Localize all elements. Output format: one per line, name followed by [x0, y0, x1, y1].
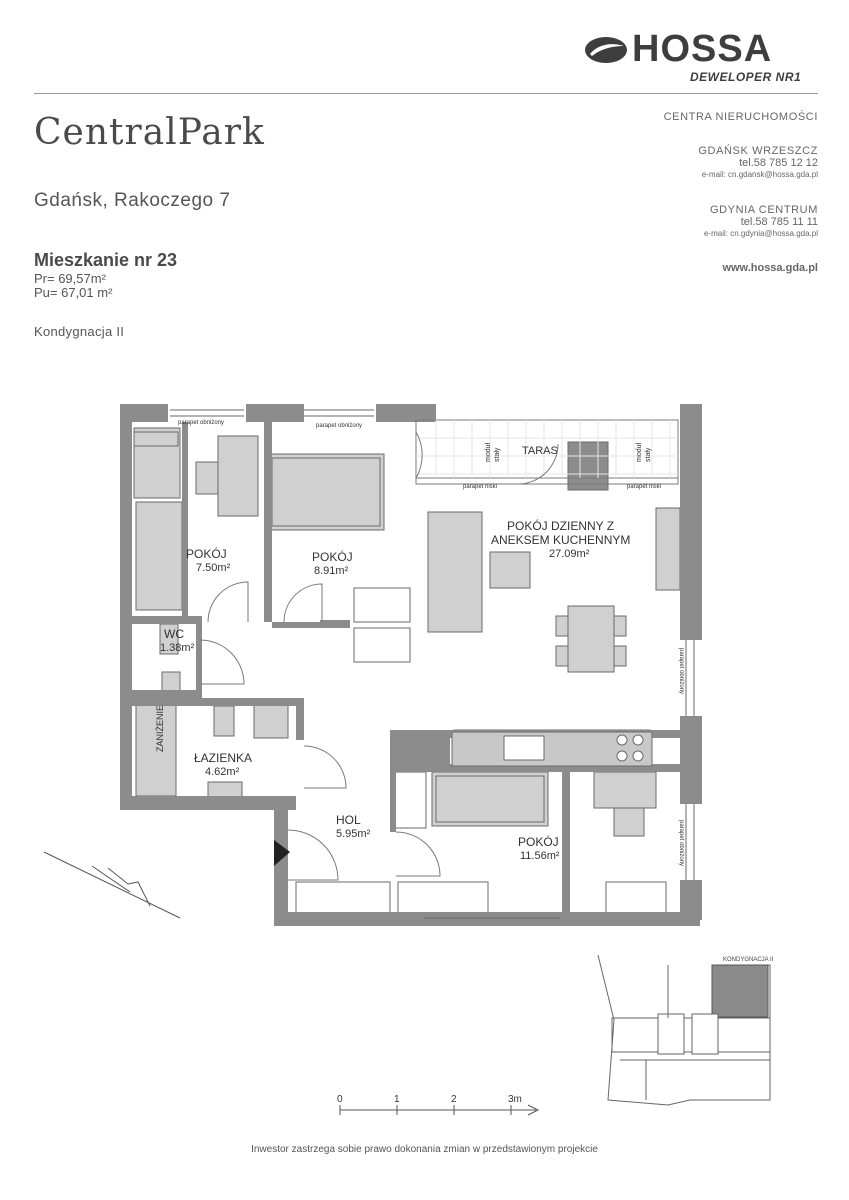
office-gdynia-email[interactable]: e-mail: cn.gdynia@hossa.gda.pl: [704, 229, 818, 238]
room-area: 5.95m²: [336, 828, 371, 840]
room-name: HOL: [336, 813, 361, 827]
room-name: ŁAZIENKA: [194, 751, 252, 765]
entrance-arrow-icon: [274, 840, 290, 866]
header-divider: [34, 93, 818, 94]
module-label: moduł: [636, 442, 643, 462]
office-gdansk-tel[interactable]: tel.58 785 12 12: [739, 157, 818, 169]
office-gdansk-email[interactable]: e-mail: cn.gdansk@hossa.gda.pl: [701, 170, 818, 179]
module-label: stały: [645, 447, 652, 462]
project-brand: CentralPark: [34, 112, 265, 153]
scale-bar: [340, 1104, 540, 1116]
door-swings: [199, 431, 559, 881]
terrace-grid: [416, 420, 678, 478]
apartment-title: Mieszkanie nr 23: [34, 250, 178, 270]
room-name: POKÓJ DZIENNY Z: [507, 518, 614, 533]
room-area: 7.50m²: [196, 562, 231, 574]
apartment-storey: Kondygnacja II: [34, 324, 125, 339]
window-label: parapet obniżony: [678, 820, 684, 866]
window-label: parapet niski: [627, 484, 661, 490]
wardrobes: [133, 431, 667, 917]
kitchen-counter: [451, 731, 653, 767]
office-gdynia-tel[interactable]: tel.58 785 11 11: [740, 216, 818, 228]
key-plan-label: KONDYGNACJA II: [723, 957, 774, 963]
window-label: parapet obniżony: [316, 423, 362, 429]
offices-header: CENTRA NIERUCHOMOŚCI: [663, 111, 818, 123]
room-name: WC: [164, 627, 184, 641]
room-area: 8.91m²: [314, 565, 349, 577]
ceiling-lowering-label: ZANIŻENIE: [155, 705, 165, 752]
scale-tick-label: 2: [451, 1094, 457, 1105]
room-name: POKÓJ: [518, 834, 559, 849]
key-plan: [597, 954, 771, 1106]
scale-tick-label: 0: [337, 1094, 343, 1105]
module-label: stały: [494, 447, 501, 462]
office-gdynia-name: GDYNIA CENTRUM: [709, 204, 818, 216]
developer-tagline: DEWELOPER NR1: [690, 70, 802, 84]
window-label: parapet obniżony: [178, 420, 224, 426]
module-label: moduł: [485, 442, 492, 462]
developer-logo: HOSSA: [632, 28, 773, 70]
room-name-line2: ANEKSEM KUCHENNYM: [491, 533, 630, 547]
windows: [170, 409, 695, 919]
disclaimer: Inwestor zastrzega sobie prawo dokonania…: [251, 1144, 598, 1155]
scale-tick-label: 1: [394, 1094, 400, 1105]
scale-ticks: 0 1 2 3m: [337, 1094, 522, 1115]
office-gdansk-name: GDAŃSK WRZESZCZ: [698, 145, 818, 157]
project-address: Gdańsk, Rakoczego 7: [34, 190, 231, 211]
hossa-logo-icon: [585, 37, 627, 63]
window-label: parapet obniżony: [678, 648, 684, 694]
room-labels: POKÓJ 7.50m² POKÓJ 8.91m² POKÓJ DZIENNY …: [155, 420, 684, 866]
room-area: 11.56m²: [520, 850, 560, 862]
room-area: 1.38m²: [160, 642, 195, 654]
room-name: POKÓJ: [312, 549, 353, 564]
window-label: parapet niski: [463, 484, 497, 490]
room-area: 4.62m²: [205, 766, 240, 778]
room-area: 27.09m²: [549, 548, 590, 560]
website-link[interactable]: www.hossa.gda.pl: [722, 262, 818, 274]
north-arrow-icon: [43, 851, 181, 919]
apartment-pr: Pr= 69,57m²: [34, 271, 106, 286]
scale-tick-label: 3m: [508, 1094, 522, 1105]
terrace-label: TARAS: [522, 445, 558, 457]
apartment-pu: Pu= 67,01 m²: [34, 285, 113, 300]
room-name: POKÓJ: [186, 546, 227, 561]
